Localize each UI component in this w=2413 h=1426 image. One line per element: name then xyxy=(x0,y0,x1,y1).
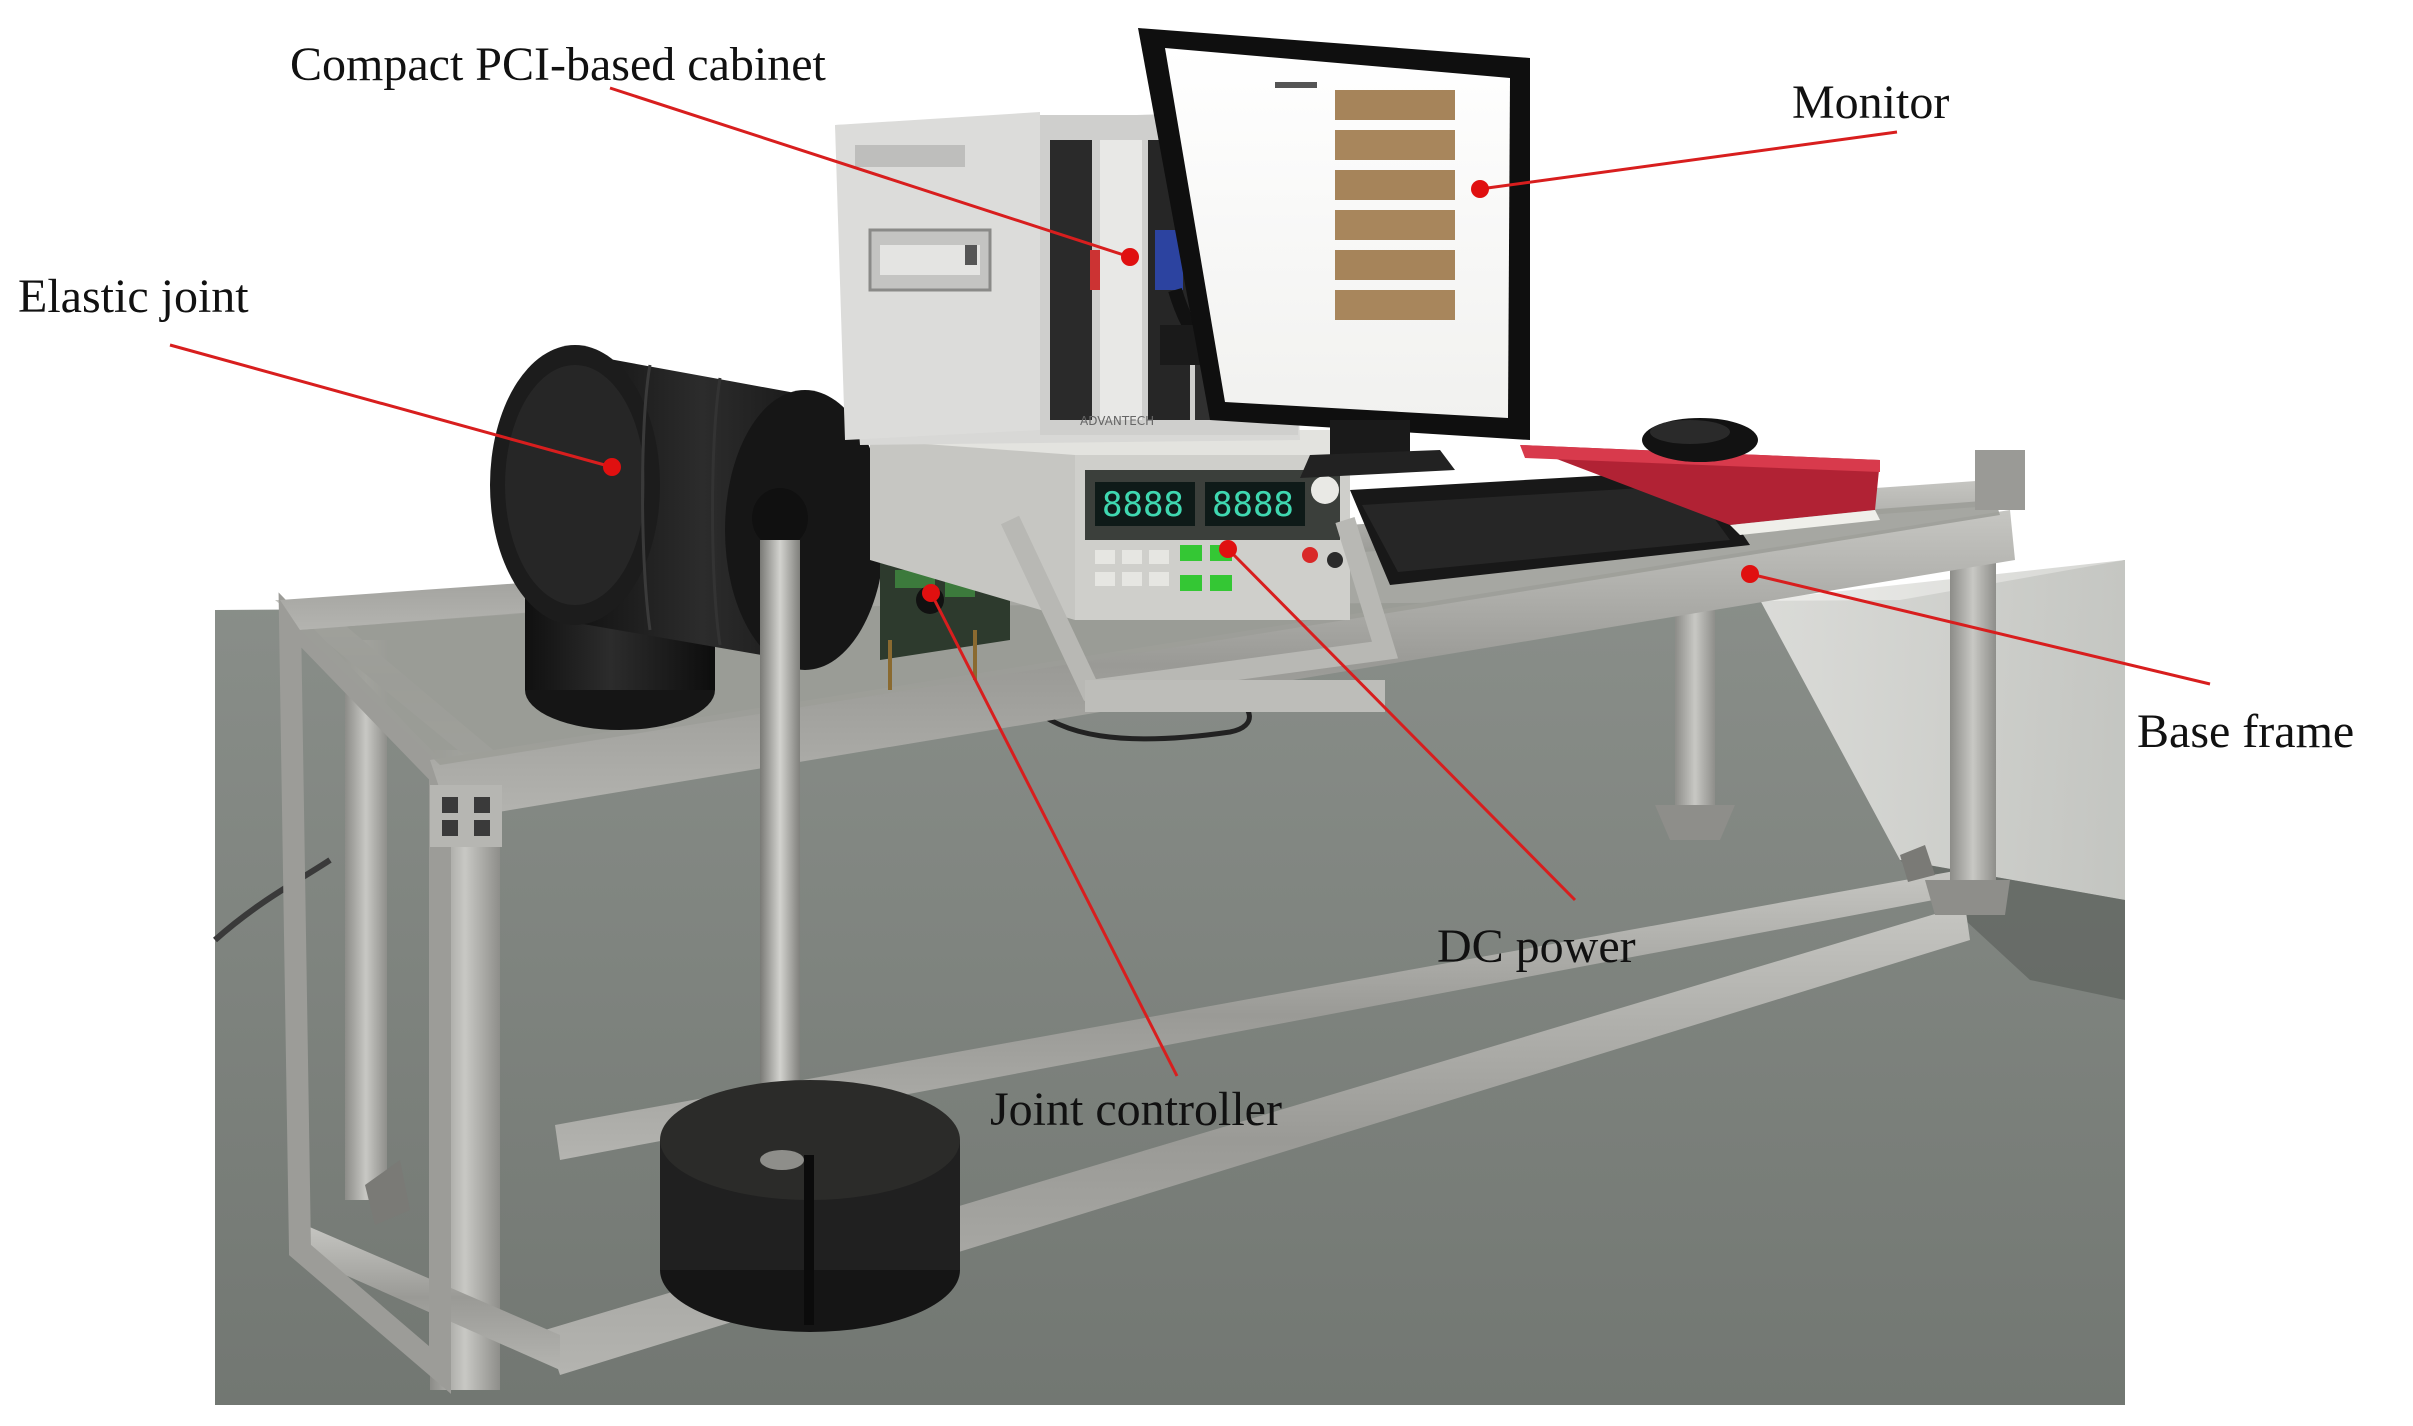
svg-text:8888: 8888 xyxy=(1102,485,1184,525)
svg-text:ADVANTECH: ADVANTECH xyxy=(1080,414,1154,428)
photo: 8888 8888 xyxy=(213,28,2125,1405)
callout-monitor: Monitor xyxy=(1471,76,1949,198)
monitor-screen-panels xyxy=(1275,82,1455,320)
label-elastic-joint: Elastic joint xyxy=(18,270,249,323)
label-monitor: Monitor xyxy=(1792,76,1949,129)
callouts: Compact PCI-based cabinet Monitor Elasti… xyxy=(18,38,2354,1136)
load-pendulum xyxy=(660,488,960,1332)
label-base-frame: Base frame xyxy=(2137,705,2354,758)
label-compact-pci-cabinet: Compact PCI-based cabinet xyxy=(290,38,827,91)
cable xyxy=(1028,697,1252,742)
desk-accessories xyxy=(1350,418,1880,585)
callout-cabinet: Compact PCI-based cabinet xyxy=(290,38,1139,266)
svg-text:8888: 8888 xyxy=(1212,485,1294,525)
dc-power-supply: 8888 8888 xyxy=(870,430,1399,712)
monitor xyxy=(1138,28,1530,478)
label-dc-power: DC power xyxy=(1437,920,1636,973)
callout-elastic-joint: Elastic joint xyxy=(18,270,621,476)
callout-dc-power: DC power xyxy=(1219,540,1636,973)
callout-joint-controller: Joint controller xyxy=(922,584,1282,1136)
callout-base-frame: Base frame xyxy=(1741,565,2354,758)
label-joint-controller: Joint controller xyxy=(990,1083,1282,1136)
